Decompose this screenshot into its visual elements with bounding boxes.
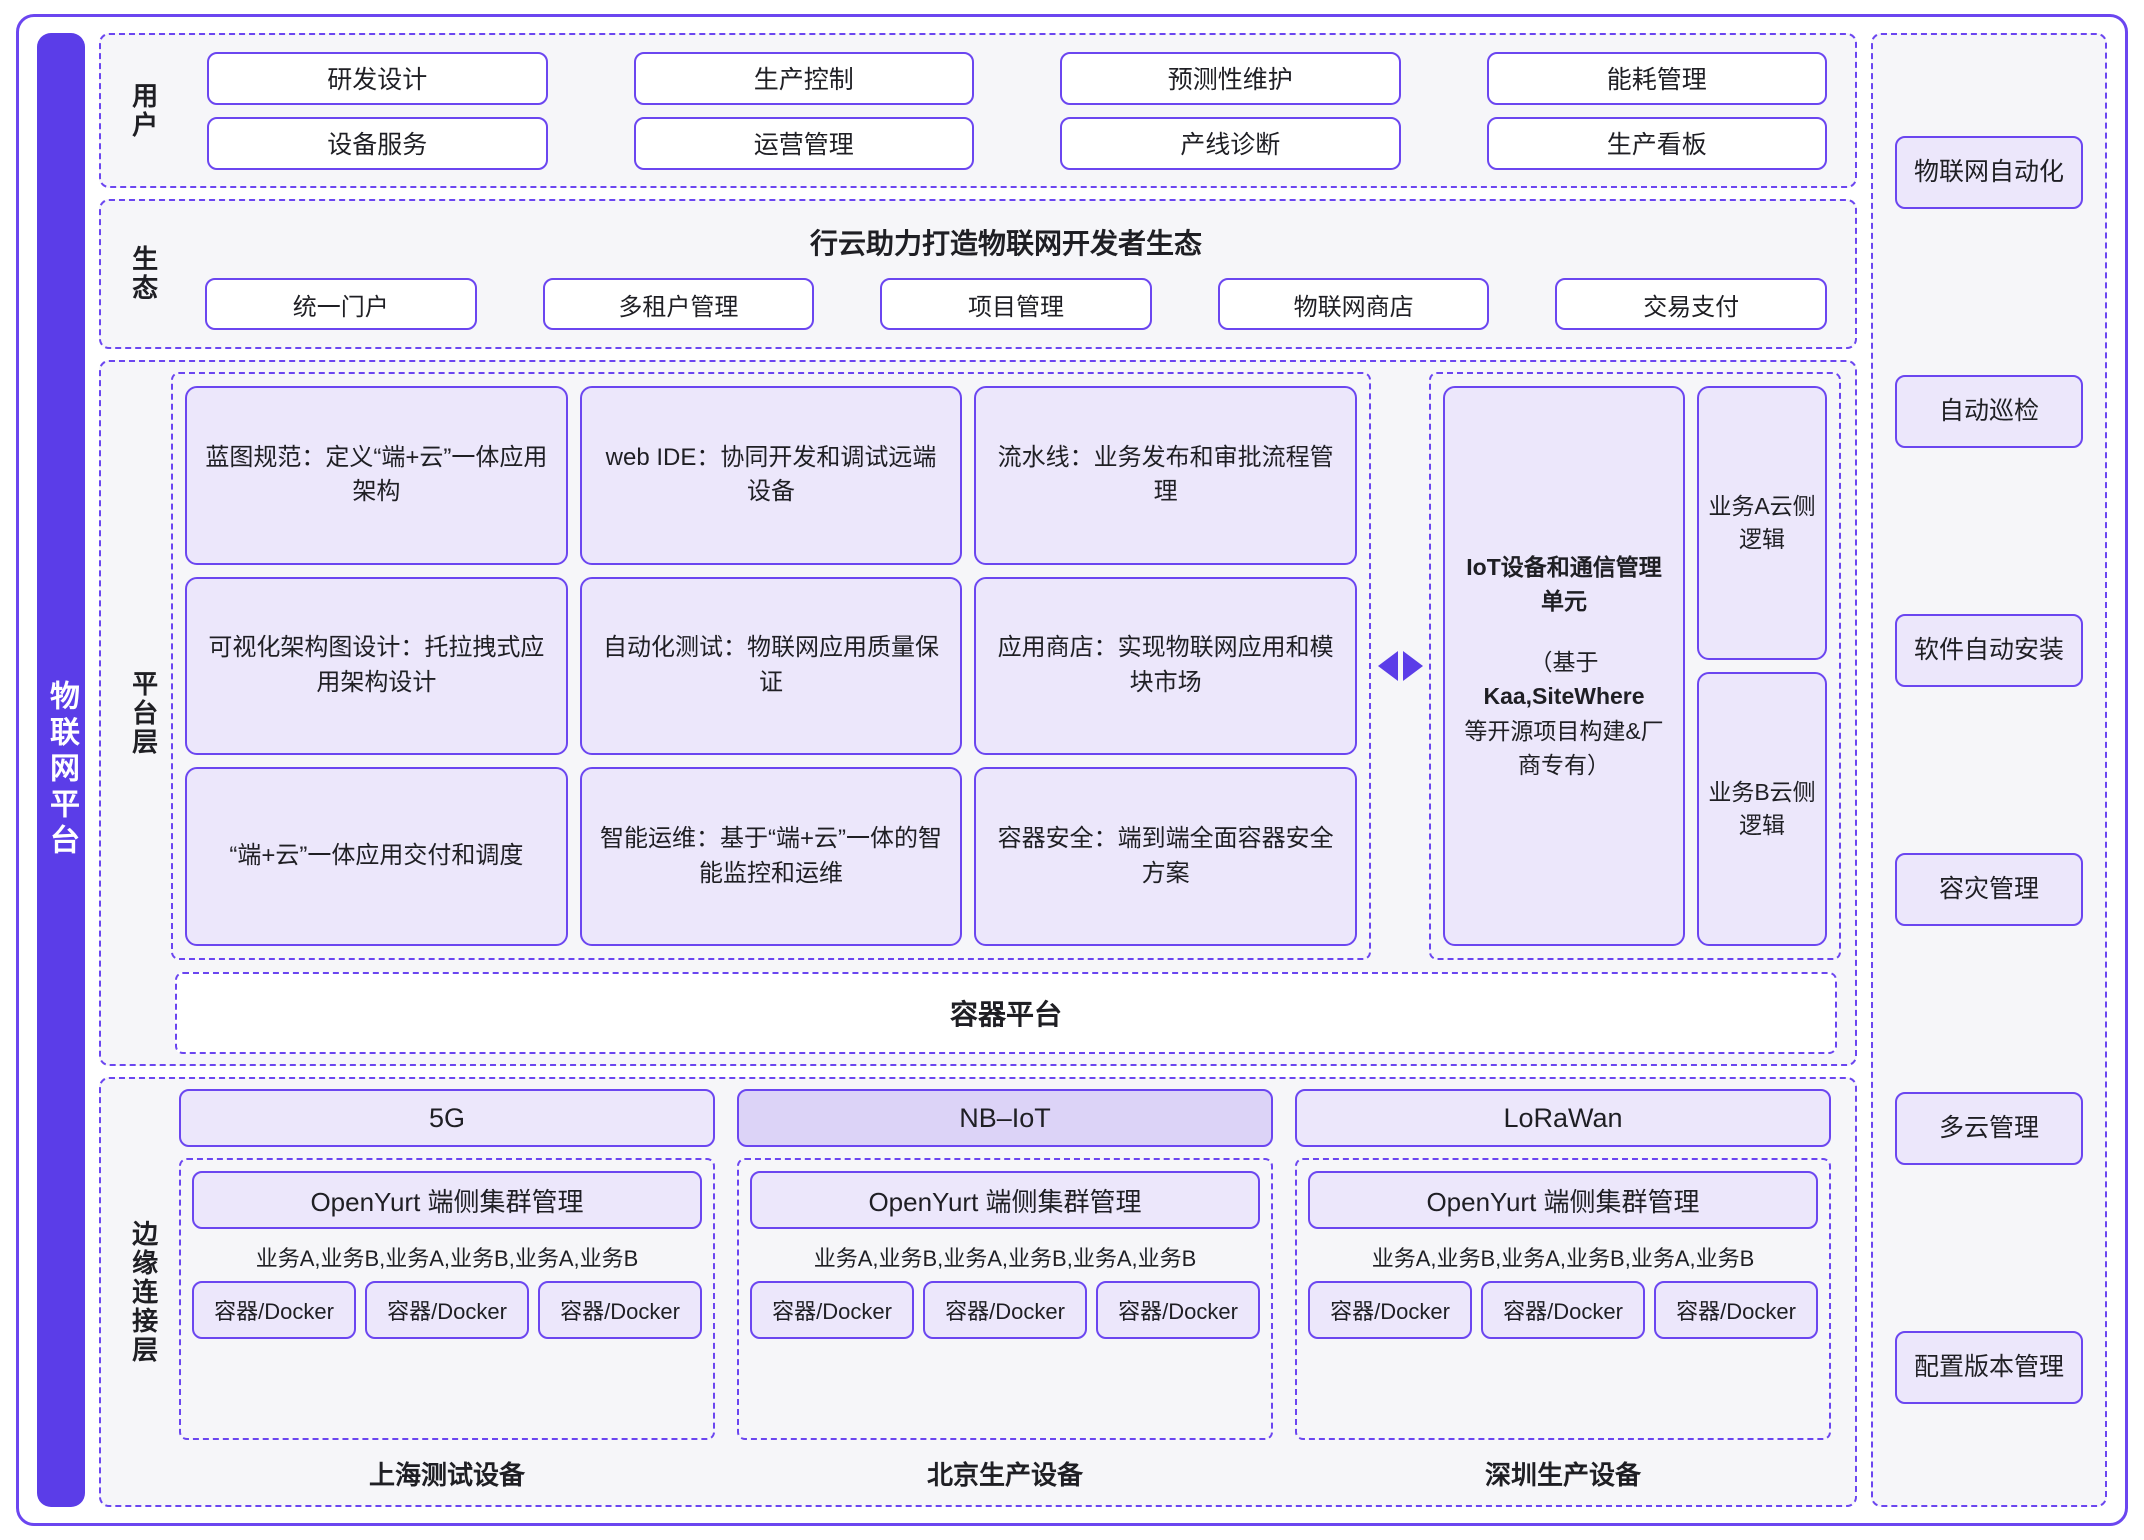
openyurt-cluster-beijing[interactable]: OpenYurt 端侧集群管理 <box>750 1171 1260 1229</box>
edge-columns: 5G OpenYurt 端侧集群管理 业务A,业务B,业务A,业务B,业务A,业… <box>171 1089 1841 1495</box>
device-label-shenzhen: 深圳生产设备 <box>1484 1459 1641 1490</box>
rail-item-config-version[interactable]: 配置版本管理 <box>1895 1331 2083 1404</box>
container-platform-bar[interactable]: 容器平台 <box>175 972 1837 1054</box>
section-user-body: 研发设计 生产控制 预测性维护 能耗管理 设备服务 运营管理 产线诊断 生产看板 <box>171 45 1841 176</box>
rail-item-disaster-recovery[interactable]: 容灾管理 <box>1895 853 2083 926</box>
arrow-left-icon <box>1377 651 1398 681</box>
docker-shanghai-0[interactable]: 容器/Docker <box>192 1281 356 1339</box>
ecosystem-item-0[interactable]: 统一门户 <box>205 278 477 330</box>
iot-unit-sub-suffix: 等开源项目构建&厂商专有） <box>1464 717 1664 779</box>
iot-management-unit[interactable]: IoT设备和通信管理单元 （基于 Kaa,SiteWhere 等开源项目构建&厂… <box>1443 386 1685 946</box>
section-ecosystem-label: 生态 <box>128 245 159 303</box>
iot-unit-subtitle: （基于 Kaa,SiteWhere 等开源项目构建&厂商专有） <box>1455 645 1673 783</box>
platform-card-7[interactable]: 智能运维：基于“端+云”一体的智能监控和运维 <box>579 767 963 946</box>
docker-beijing-2[interactable]: 容器/Docker <box>1096 1281 1260 1339</box>
docker-shanghai-1[interactable]: 容器/Docker <box>365 1281 529 1339</box>
center-column: 用户 研发设计 生产控制 预测性维护 能耗管理 设备服务 运营管理 产线诊断 生… <box>99 33 1857 1507</box>
platform-card-6[interactable]: “端+云”一体应用交付和调度 <box>185 767 568 946</box>
docker-row-shanghai: 容器/Docker 容器/Docker 容器/Docker <box>192 1281 702 1339</box>
section-ecosystem: 生态 行云助力打造物联网开发者生态 统一门户 多租户管理 项目管理 物联网商店 … <box>99 199 1857 349</box>
docker-row-shenzhen: 容器/Docker 容器/Docker 容器/Docker <box>1308 1281 1818 1339</box>
section-user: 用户 研发设计 生产控制 预测性维护 能耗管理 设备服务 运营管理 产线诊断 生… <box>99 33 1857 188</box>
network-lorawan[interactable]: LoRaWan <box>1295 1089 1831 1147</box>
user-item-5[interactable]: 运营管理 <box>633 116 974 170</box>
user-item-2[interactable]: 预测性维护 <box>1060 51 1401 105</box>
user-item-6[interactable]: 产线诊断 <box>1060 116 1401 170</box>
edge-column-shenzhen: LoRaWan OpenYurt 端侧集群管理 业务A,业务B,业务A,业务B,… <box>1295 1089 1831 1495</box>
docker-shenzhen-0[interactable]: 容器/Docker <box>1308 1281 1472 1339</box>
section-edge: 边缘连接层 5G OpenYurt 端侧集群管理 业务A,业务B,业务A,业务B… <box>99 1077 1857 1507</box>
platform-capability-grid: 蓝图规范：定义“端+云”一体应用架构 web IDE：协同开发和调试远端设备 流… <box>171 372 1371 960</box>
architecture-outer-frame: 物联网平台 用户 研发设计 生产控制 预测性维护 能耗管理 设备服务 运营管理 … <box>16 14 2128 1526</box>
platform-card-5[interactable]: 应用商店：实现物联网应用和模块市场 <box>974 576 1357 756</box>
openyurt-cluster-shenzhen[interactable]: OpenYurt 端侧集群管理 <box>1308 1171 1818 1229</box>
device-group-shenzhen: OpenYurt 端侧集群管理 业务A,业务B,业务A,业务B,业务A,业务B … <box>1295 1158 1831 1440</box>
iot-unit-title: IoT设备和通信管理单元 <box>1466 553 1662 615</box>
user-item-3[interactable]: 能耗管理 <box>1486 51 1827 105</box>
ecosystem-item-4[interactable]: 交易支付 <box>1555 278 1827 330</box>
bidirectional-arrow-connector <box>1371 372 1429 960</box>
business-list-shenzhen: 业务A,业务B,业务A,业务B,业务A,业务B <box>1371 1246 1755 1271</box>
device-label-shanghai: 上海测试设备 <box>368 1459 525 1490</box>
ecosystem-item-3[interactable]: 物联网商店 <box>1217 278 1490 330</box>
docker-row-beijing: 容器/Docker 容器/Docker 容器/Docker <box>750 1281 1260 1339</box>
device-label-beijing: 北京生产设备 <box>926 1459 1083 1490</box>
docker-shanghai-2[interactable]: 容器/Docker <box>538 1281 702 1339</box>
section-platform-body: 蓝图规范：定义“端+云”一体应用架构 web IDE：协同开发和调试远端设备 流… <box>171 372 1841 1054</box>
iot-unit-sub-prefix: （基于 <box>1529 648 1599 675</box>
ecosystem-title: 行云助力打造物联网开发者生态 <box>809 228 1202 259</box>
user-item-grid: 研发设计 生产控制 预测性维护 能耗管理 设备服务 运营管理 产线诊断 生产看板 <box>171 51 1841 170</box>
section-platform: 平台层 蓝图规范：定义“端+云”一体应用架构 web IDE：协同开发和调试远端… <box>99 360 1857 1066</box>
platform-card-2[interactable]: 流水线：业务发布和审批流程管理 <box>974 386 1357 565</box>
openyurt-cluster-shanghai[interactable]: OpenYurt 端侧集群管理 <box>192 1171 702 1229</box>
platform-iot-group: IoT设备和通信管理单元 （基于 Kaa,SiteWhere 等开源项目构建&厂… <box>1429 372 1841 960</box>
platform-card-4[interactable]: 自动化测试：物联网应用质量保证 <box>579 576 963 756</box>
platform-card-8[interactable]: 容器安全：端到端全面容器安全方案 <box>974 767 1357 946</box>
docker-shenzhen-2[interactable]: 容器/Docker <box>1654 1281 1818 1339</box>
platform-top-row: 蓝图规范：定义“端+云”一体应用架构 web IDE：协同开发和调试远端设备 流… <box>171 372 1841 960</box>
ops-rail: 物联网自动化 自动巡检 软件自动安装 容灾管理 多云管理 配置版本管理 <box>1871 33 2107 1507</box>
business-logic-column: 业务A云侧逻辑 业务B云侧逻辑 <box>1697 386 1827 946</box>
user-item-0[interactable]: 研发设计 <box>207 51 548 105</box>
platform-card-0[interactable]: 蓝图规范：定义“端+云”一体应用架构 <box>185 386 568 565</box>
user-item-4[interactable]: 设备服务 <box>207 116 548 170</box>
platform-spine: 物联网平台 <box>37 33 85 1507</box>
platform-card-3[interactable]: 可视化架构图设计：托拉拽式应用架构设计 <box>185 576 568 756</box>
section-user-label: 用户 <box>128 81 159 140</box>
arrow-right-icon <box>1402 651 1423 681</box>
docker-beijing-1[interactable]: 容器/Docker <box>923 1281 1087 1339</box>
business-list-shanghai: 业务A,业务B,业务A,业务B,业务A,业务B <box>255 1246 639 1271</box>
section-ecosystem-body: 行云助力打造物联网开发者生态 统一门户 多租户管理 项目管理 物联网商店 交易支… <box>171 211 1841 337</box>
iot-unit-sub-bold: Kaa,SiteWhere <box>1483 683 1645 709</box>
rail-item-software-auto-install[interactable]: 软件自动安装 <box>1895 614 2083 687</box>
network-nbiot[interactable]: NB–IoT <box>737 1089 1273 1147</box>
rail-item-auto-inspection[interactable]: 自动巡检 <box>1895 375 2083 448</box>
business-a-cloud-logic[interactable]: 业务A云侧逻辑 <box>1697 386 1827 660</box>
user-item-1[interactable]: 生产控制 <box>633 51 974 105</box>
platform-spine-label: 物联网平台 <box>45 680 78 860</box>
business-b-cloud-logic[interactable]: 业务B云侧逻辑 <box>1697 672 1827 946</box>
ecosystem-item-1[interactable]: 多租户管理 <box>542 278 815 330</box>
platform-wrap: 蓝图规范：定义“端+云”一体应用架构 web IDE：协同开发和调试远端设备 流… <box>171 372 1841 1054</box>
section-edge-label: 边缘连接层 <box>128 1219 159 1365</box>
section-platform-label: 平台层 <box>128 669 159 757</box>
ecosystem-item-grid: 统一门户 多租户管理 项目管理 物联网商店 交易支付 <box>171 278 1841 330</box>
user-item-7[interactable]: 生产看板 <box>1486 116 1827 170</box>
section-edge-body: 5G OpenYurt 端侧集群管理 业务A,业务B,业务A,业务B,业务A,业… <box>171 1089 1841 1495</box>
docker-beijing-0[interactable]: 容器/Docker <box>750 1281 914 1339</box>
rail-item-iot-automation[interactable]: 物联网自动化 <box>1895 136 2083 209</box>
platform-card-1[interactable]: web IDE：协同开发和调试远端设备 <box>579 386 963 565</box>
network-5g[interactable]: 5G <box>179 1089 715 1147</box>
edge-column-shanghai: 5G OpenYurt 端侧集群管理 业务A,业务B,业务A,业务B,业务A,业… <box>179 1089 715 1495</box>
device-group-beijing: OpenYurt 端侧集群管理 业务A,业务B,业务A,业务B,业务A,业务B … <box>737 1158 1273 1440</box>
device-group-shanghai: OpenYurt 端侧集群管理 业务A,业务B,业务A,业务B,业务A,业务B … <box>179 1158 715 1440</box>
rail-item-multicloud[interactable]: 多云管理 <box>1895 1092 2083 1165</box>
edge-column-beijing: NB–IoT OpenYurt 端侧集群管理 业务A,业务B,业务A,业务B,业… <box>737 1089 1273 1495</box>
docker-shenzhen-1[interactable]: 容器/Docker <box>1481 1281 1645 1339</box>
ecosystem-item-2[interactable]: 项目管理 <box>880 278 1152 330</box>
business-list-beijing: 业务A,业务B,业务A,业务B,业务A,业务B <box>813 1246 1197 1271</box>
